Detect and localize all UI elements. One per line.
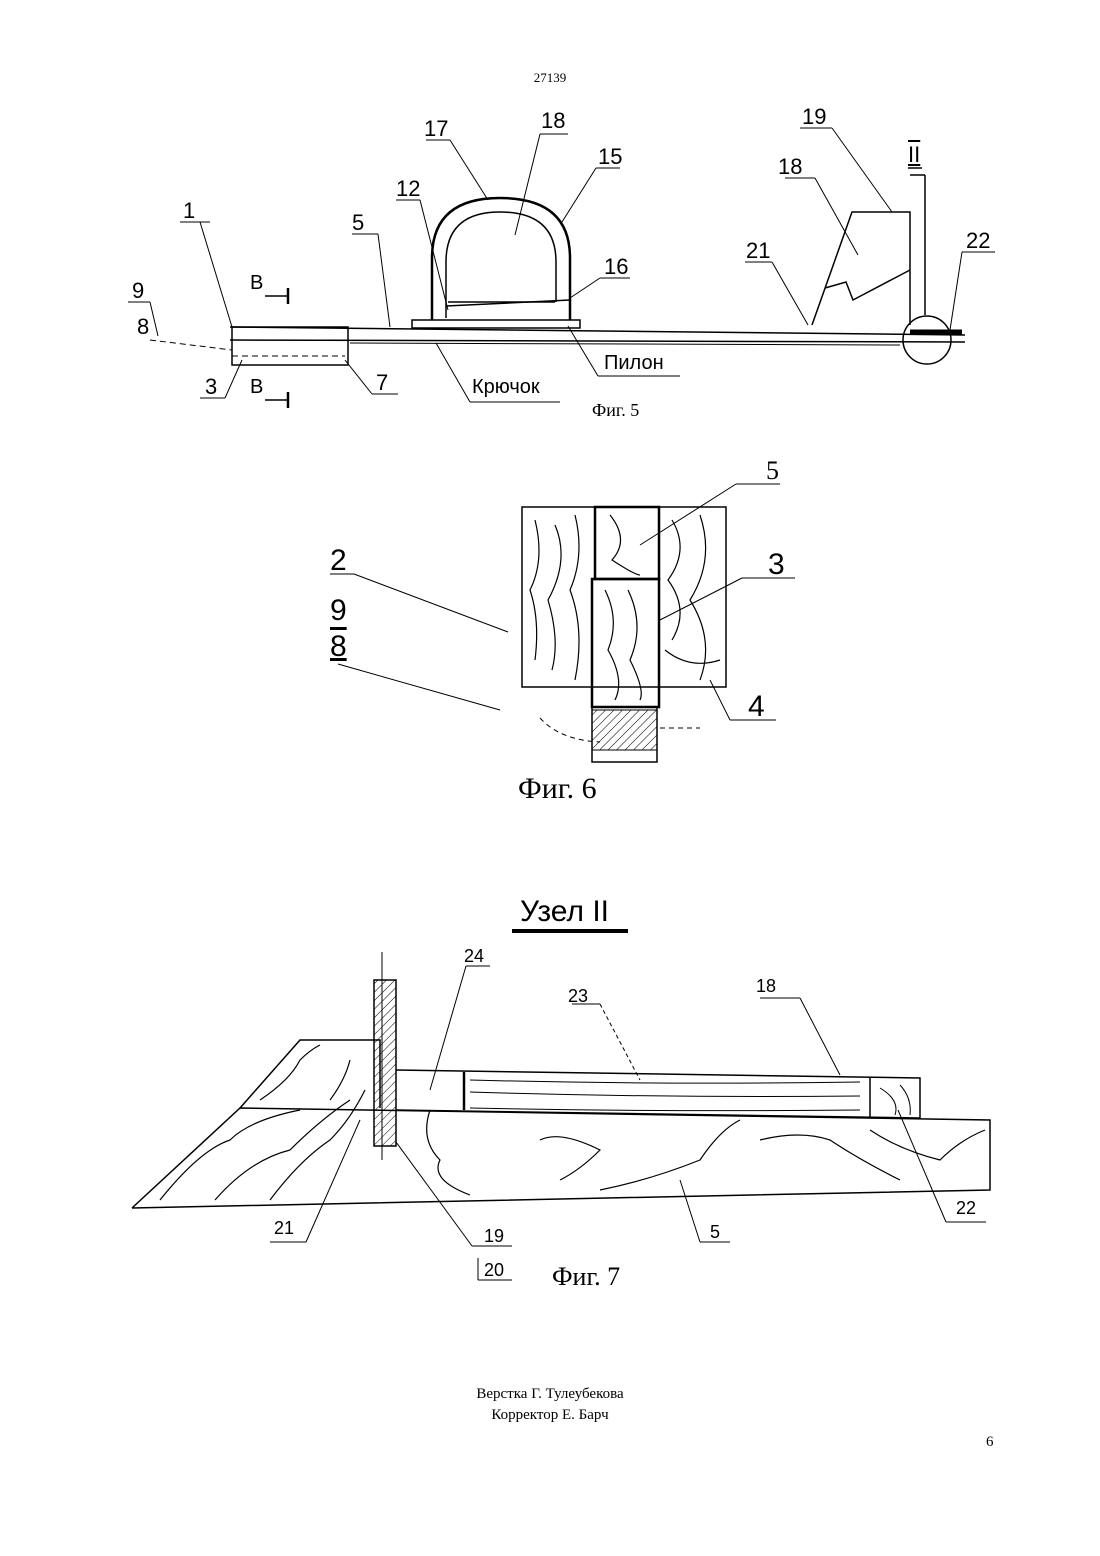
- fig7-label-23: 23: [568, 986, 588, 1007]
- corrector-credit: Корректор Е. Барч: [0, 1405, 1100, 1426]
- fig7-label-20: 20: [484, 1260, 504, 1281]
- fig7-title: Узел II: [520, 895, 609, 929]
- page-number: 6: [986, 1434, 994, 1451]
- fig7-label-19: 19: [484, 1226, 504, 1247]
- fig7-caption: Фиг. 7: [552, 1262, 620, 1292]
- fig7-label-5: 5: [710, 1222, 720, 1243]
- fig7-label-22: 22: [956, 1198, 976, 1219]
- layout-credit: Верстка Г. Тулеубекова: [0, 1384, 1100, 1405]
- fig7-label-24: 24: [464, 946, 484, 967]
- fig7-label-18: 18: [756, 976, 776, 997]
- credits: Верстка Г. Тулеубекова Корректор Е. Барч: [0, 1384, 1100, 1426]
- fig7-label-21: 21: [274, 1218, 294, 1239]
